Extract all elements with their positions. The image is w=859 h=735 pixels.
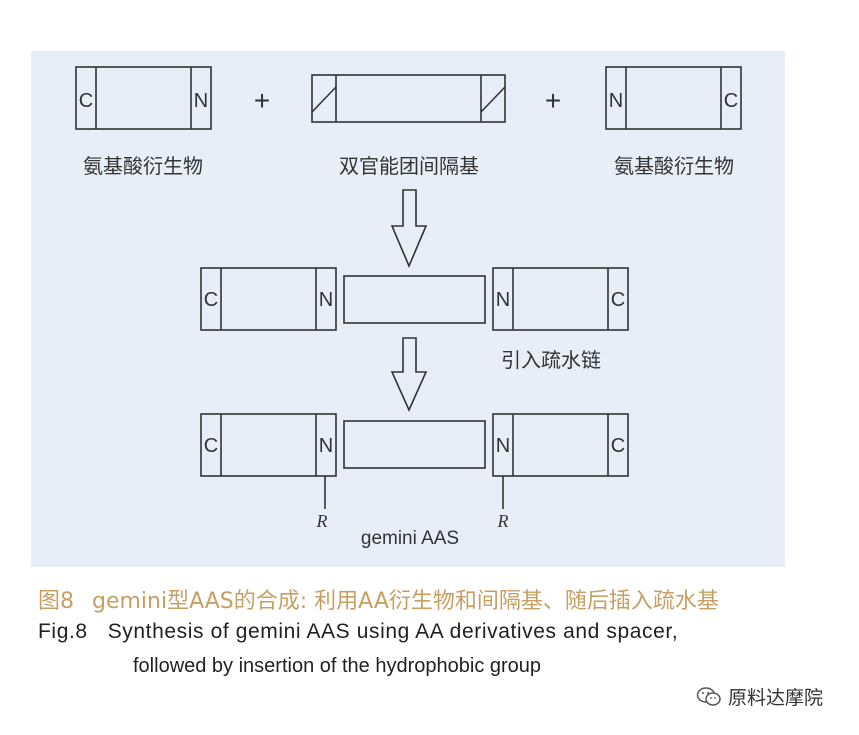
plus-sign: + — [545, 85, 561, 116]
aa-derivative-left — [75, 66, 212, 130]
reaction-arrow-icon — [390, 337, 428, 412]
reaction-arrow-icon — [390, 189, 428, 269]
terminal-n-label: N — [496, 289, 510, 311]
product-left-aa — [200, 413, 337, 509]
terminal-n-label: N — [319, 289, 333, 311]
terminal-c-label: C — [79, 90, 93, 112]
label-aa-derivative-right: 氨基酸衍生物 — [614, 154, 734, 178]
terminal-c-label: C — [611, 289, 625, 311]
intermediate-right-aa — [492, 267, 629, 331]
diagram-panel — [31, 51, 785, 567]
aa-derivative-right — [605, 66, 742, 130]
figure-number-cn: 图8 — [38, 589, 74, 614]
figure-title-cn: gemini型AAS的合成: 利用AA衍生物和间隔基、随后插入疏水基 — [92, 589, 719, 614]
terminal-n-label: N — [496, 435, 510, 457]
terminal-c-label: C — [724, 90, 738, 112]
spacer-reagent — [311, 74, 506, 123]
terminal-c-label: C — [611, 435, 625, 457]
figure-number-en: Fig.8 — [38, 620, 88, 643]
figure-caption-en: Fig.8 Synthesis of gemini AAS using AA de… — [38, 620, 678, 644]
terminal-c-label: C — [204, 435, 218, 457]
figure-title-en-line2: followed by insertion of the hydrophobic… — [133, 655, 542, 677]
plus-sign: + — [254, 85, 270, 116]
label-hydrophobic-chain: 引入疏水链 — [501, 348, 601, 372]
product-spacer — [343, 420, 486, 469]
label-spacer: 双官能团间隔基 — [339, 154, 479, 178]
figure-caption-cn: 图8 gemini型AAS的合成: 利用AA衍生物和间隔基、随后插入疏水基 — [38, 583, 719, 615]
label-aa-derivative-left: 氨基酸衍生物 — [83, 154, 203, 178]
intermediate-left-aa — [200, 267, 337, 331]
hydrophobic-group-r-label: R — [316, 511, 328, 531]
figure-title-en-line1: Synthesis of gemini AAS using AA derivat… — [107, 620, 679, 643]
hydrophobic-group-r-label: R — [497, 511, 509, 531]
product-right-aa — [492, 413, 629, 509]
watermark: 原料达摩院 — [696, 683, 823, 710]
terminal-n-label: N — [194, 90, 208, 112]
intermediate-spacer — [343, 275, 486, 324]
watermark-text: 原料达摩院 — [728, 687, 824, 709]
label-gemini-aas: gemini AAS — [361, 528, 459, 549]
wechat-icon — [696, 686, 721, 706]
terminal-n-label: N — [609, 90, 623, 112]
terminal-n-label: N — [319, 435, 333, 457]
terminal-c-label: C — [204, 289, 218, 311]
